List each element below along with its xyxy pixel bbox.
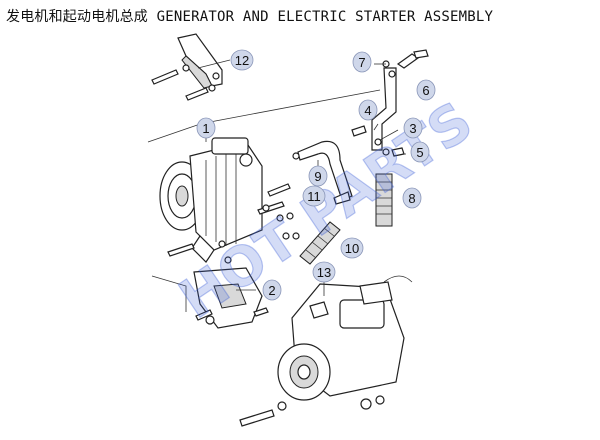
bracket-part-12 — [177, 33, 223, 89]
callout-label: 10 — [345, 241, 359, 256]
banjo-bolts-7-6 — [382, 49, 429, 78]
page-title: 发电机和起动电机总成 GENERATOR AND ELECTRIC STARTE… — [6, 6, 493, 26]
callout-label: 13 — [317, 265, 331, 280]
starter-motor-part-13 — [277, 275, 413, 401]
callout-label: 4 — [364, 103, 371, 118]
callout-6: 6 — [416, 79, 436, 101]
callout-4: 4 — [358, 99, 378, 121]
generator-part-1 — [159, 137, 263, 263]
callout-label: 2 — [268, 283, 275, 298]
callout-12: 12 — [230, 49, 254, 71]
bolt-set-12 — [151, 64, 216, 101]
callout-11: 11 — [302, 185, 326, 207]
generator-bolts — [167, 183, 300, 264]
callout-5: 5 — [410, 141, 430, 163]
hose-part-10 — [299, 221, 341, 265]
callout-9: 9 — [308, 165, 328, 187]
callout-label: 1 — [202, 121, 209, 136]
title-english: GENERATOR AND ELECTRIC STARTER ASSEMBLY — [156, 9, 494, 25]
callout-10: 10 — [340, 237, 364, 259]
callout-label: 8 — [408, 191, 415, 206]
title-chinese: 发电机和起动电机总成 — [6, 9, 148, 25]
callout-13: 13 — [312, 261, 336, 283]
clip-part-11 — [333, 191, 351, 205]
callout-7: 7 — [352, 51, 372, 73]
callout-label: 9 — [314, 169, 321, 184]
callout-label: 12 — [235, 53, 249, 68]
callout-2: 2 — [262, 279, 282, 301]
hose-part-8 — [375, 173, 393, 227]
callout-1: 1 — [196, 117, 216, 139]
callout-label: 3 — [409, 121, 416, 136]
starter-bolts — [239, 395, 385, 427]
callout-8: 8 — [402, 187, 422, 209]
callout-label: 11 — [307, 189, 321, 204]
callout-label: 6 — [422, 83, 429, 98]
fitting-parts-4-5 — [351, 125, 405, 157]
pipe-part-3 — [371, 67, 397, 151]
callout-label: 7 — [358, 55, 365, 70]
callout-3: 3 — [403, 117, 423, 139]
callout-label: 5 — [416, 145, 423, 160]
